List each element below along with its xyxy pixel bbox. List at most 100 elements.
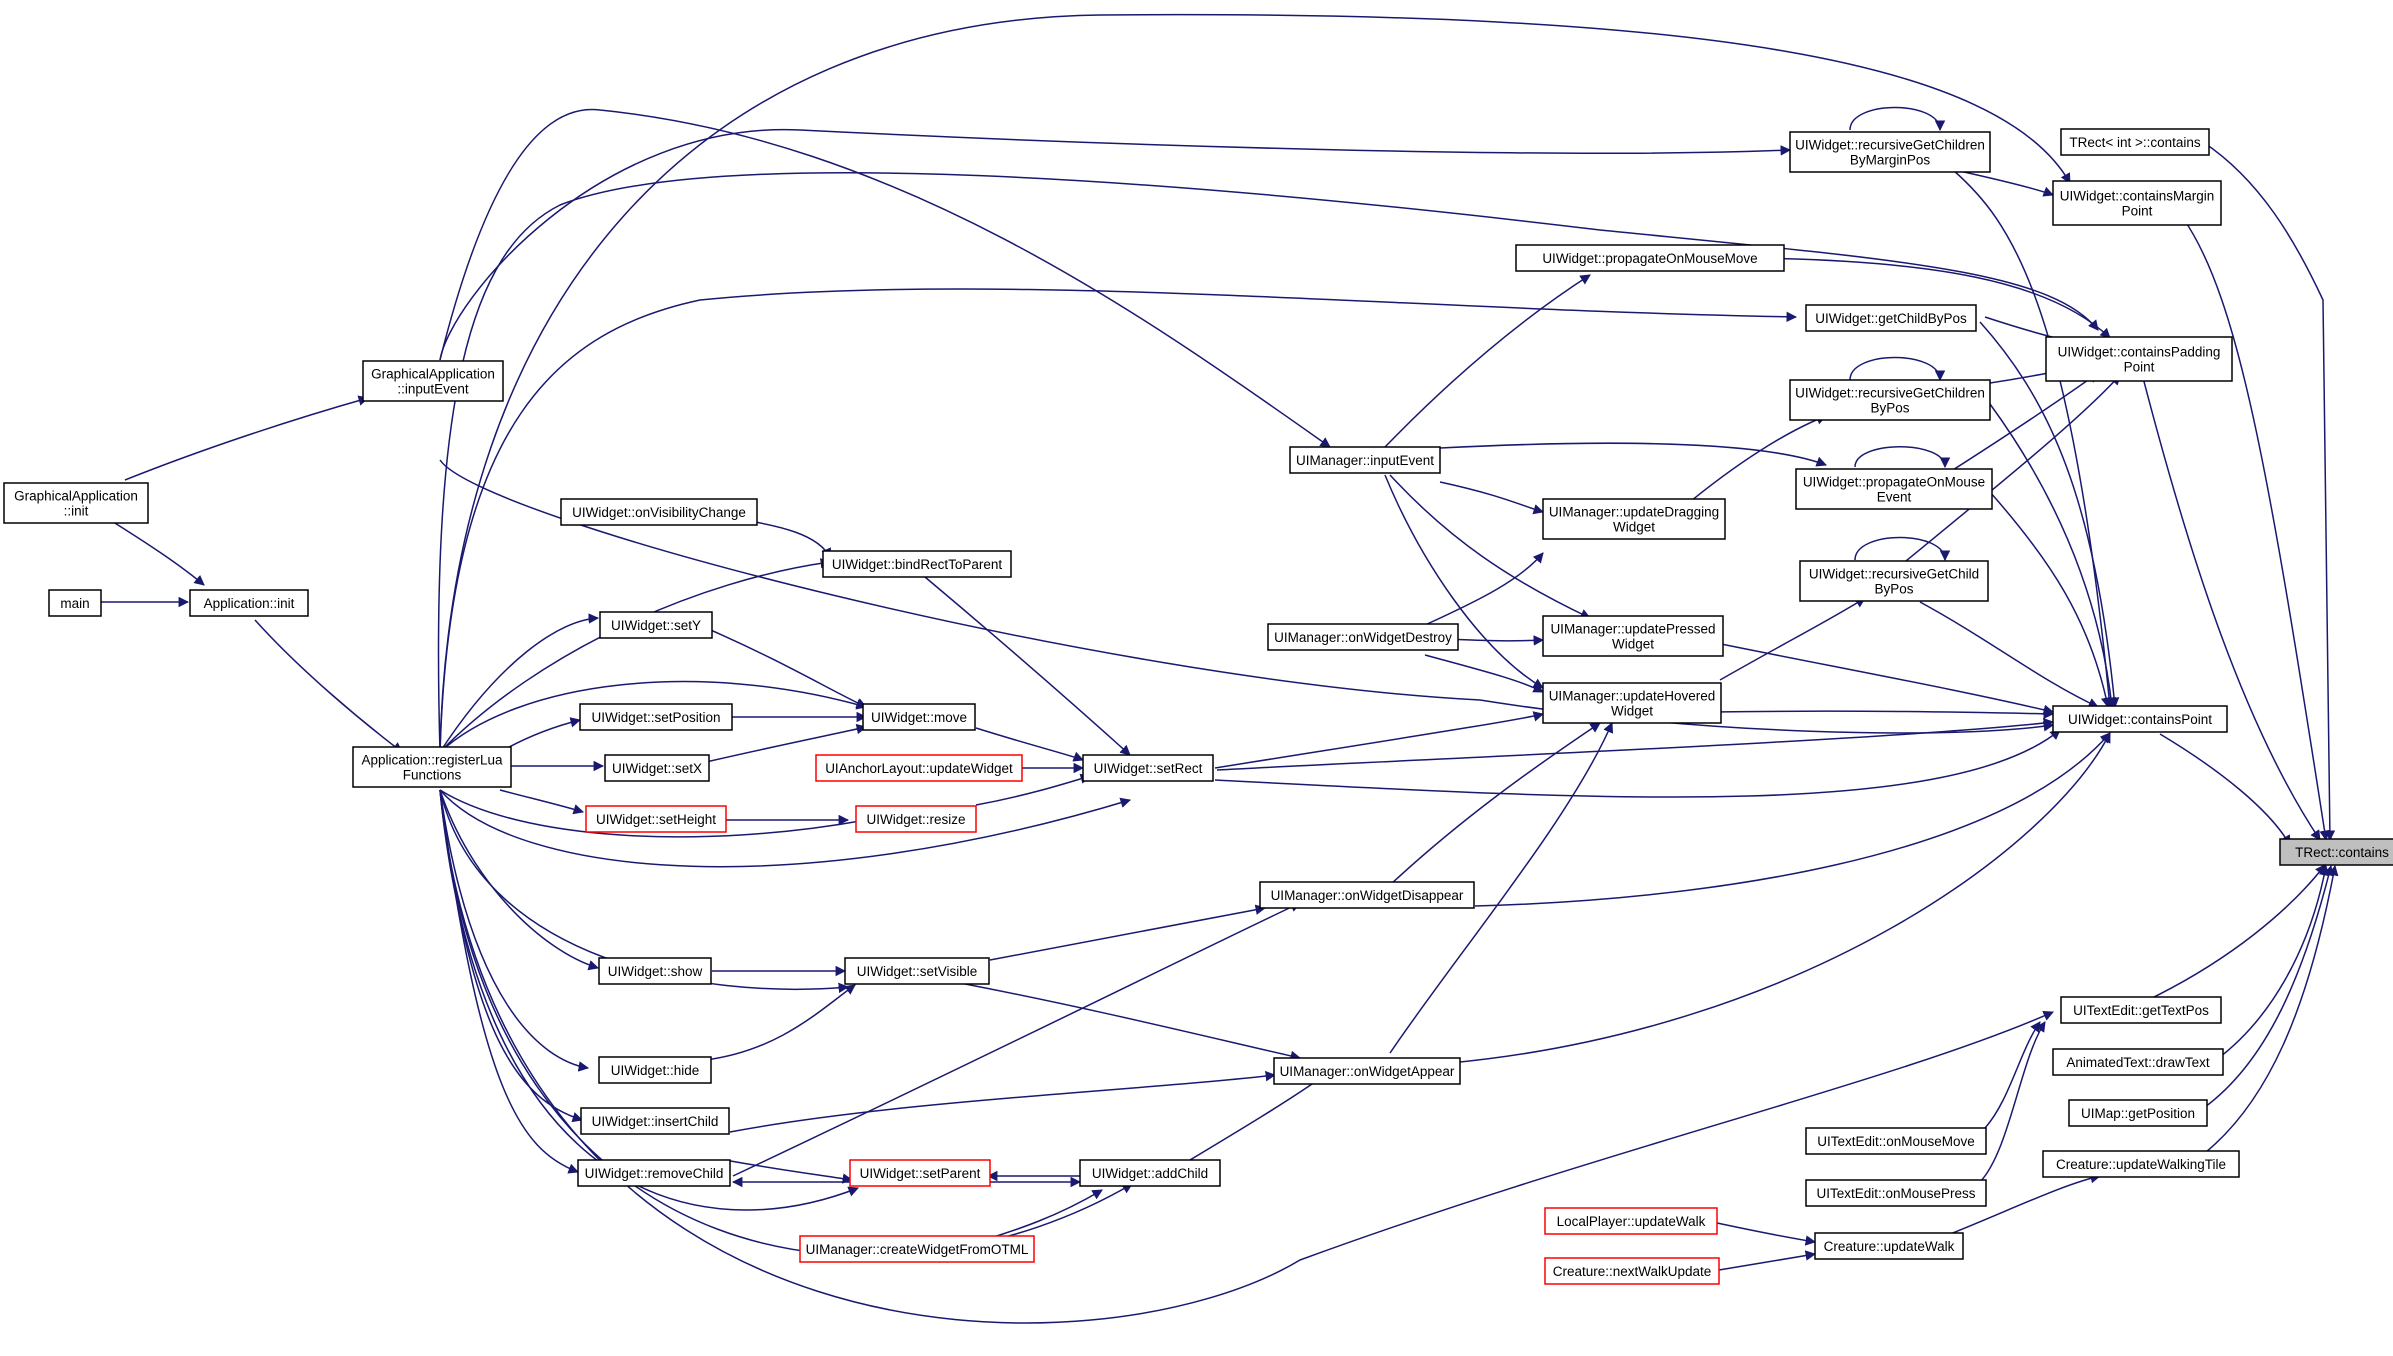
node-create-widget-otml[interactable]: UIManager::createWidgetFromOTML bbox=[799, 1235, 1035, 1263]
node-contains-point[interactable]: UIWidget::containsPoint bbox=[2052, 705, 2228, 733]
node-box bbox=[2042, 1150, 2240, 1178]
node-show[interactable]: UIWidget::show bbox=[598, 957, 712, 985]
node-set-x[interactable]: UIWidget::setX bbox=[604, 754, 710, 782]
node-uimap-get-position[interactable]: UIMap::getPosition bbox=[2068, 1099, 2208, 1127]
node-graphical-init[interactable]: GraphicalApplication::init bbox=[3, 482, 149, 524]
node-label: UIWidget::containsMargin bbox=[2060, 189, 2215, 204]
node-box bbox=[2045, 336, 2233, 382]
node-graphical-input-event[interactable]: GraphicalApplication::inputEvent bbox=[362, 360, 504, 402]
node-update-walking-tile[interactable]: Creature::updateWalkingTile bbox=[2042, 1150, 2240, 1178]
node-label: Widget bbox=[1612, 637, 1654, 652]
node-box bbox=[1542, 498, 1726, 540]
node-box bbox=[855, 805, 977, 833]
edge bbox=[1384, 474, 1544, 689]
node-label: AnimatedText::drawText bbox=[2066, 1055, 2210, 1070]
node-on-mouse-move[interactable]: UITextEdit::onMouseMove bbox=[1805, 1127, 1987, 1155]
edge bbox=[1984, 1021, 2041, 1129]
node-label: UIWidget::setRect bbox=[1094, 761, 1203, 776]
edge bbox=[1746, 257, 2111, 339]
edge bbox=[1214, 729, 2061, 798]
node-label: TRect< int >::contains bbox=[2069, 135, 2201, 150]
node-get-text-pos[interactable]: UITextEdit::getTextPos bbox=[2060, 996, 2222, 1024]
node-box bbox=[352, 746, 512, 788]
node-label: GraphicalApplication bbox=[371, 367, 495, 382]
node-on-widget-appear[interactable]: UIManager::onWidgetAppear bbox=[1273, 1057, 1461, 1085]
node-box bbox=[598, 957, 712, 985]
node-rec-children-margin[interactable]: UIWidget::recursiveGetChildrenByMarginPo… bbox=[1789, 131, 1991, 173]
node-set-height[interactable]: UIWidget::setHeight bbox=[585, 805, 727, 833]
node-box bbox=[2052, 705, 2228, 733]
node-on-visibility-change[interactable]: UIWidget::onVisibilityChange bbox=[560, 498, 758, 526]
node-trect-int-contains[interactable]: TRect< int >::contains bbox=[2060, 128, 2210, 156]
node-label: UIWidget::removeChild bbox=[585, 1166, 724, 1181]
node-label: Widget bbox=[1611, 704, 1653, 719]
edge bbox=[109, 519, 205, 586]
node-set-rect[interactable]: UIWidget::setRect bbox=[1082, 754, 1214, 782]
node-update-walk[interactable]: Creature::updateWalk bbox=[1814, 1232, 1964, 1260]
node-set-y[interactable]: UIWidget::setY bbox=[599, 611, 713, 639]
edge bbox=[439, 789, 590, 1072]
node-box bbox=[2052, 180, 2222, 226]
node-anchor-update-widget[interactable]: UIAnchorLayout::updateWidget bbox=[815, 754, 1023, 782]
node-box bbox=[3, 482, 149, 524]
edge bbox=[2197, 864, 2334, 1113]
node-move[interactable]: UIWidget::move bbox=[862, 703, 976, 731]
edge bbox=[439, 459, 2055, 734]
node-resize[interactable]: UIWidget::resize bbox=[855, 805, 977, 833]
edge bbox=[1389, 722, 1601, 886]
node-box bbox=[1259, 881, 1475, 909]
node-set-position[interactable]: UIWidget::setPosition bbox=[579, 703, 733, 731]
node-on-widget-disappear[interactable]: UIManager::onWidgetDisappear bbox=[1259, 881, 1475, 909]
edge bbox=[2140, 369, 2321, 841]
node-main[interactable]: main bbox=[48, 589, 102, 617]
node-label: Creature::updateWalk bbox=[1824, 1239, 1955, 1254]
edge bbox=[1711, 708, 2055, 720]
node-label: main bbox=[60, 596, 89, 611]
node-ui-input-event[interactable]: UIManager::inputEvent bbox=[1289, 446, 1441, 474]
node-remove-child[interactable]: UIWidget::removeChild bbox=[577, 1159, 731, 1187]
edge bbox=[499, 717, 582, 753]
edge bbox=[1989, 403, 2117, 709]
node-on-widget-destroy[interactable]: UIManager::onWidgetDestroy bbox=[1267, 623, 1459, 651]
node-box bbox=[2060, 996, 2222, 1024]
node-bind-rect-to-parent[interactable]: UIWidget::bindRectToParent bbox=[822, 550, 1012, 578]
node-label: UIManager::onWidgetDisappear bbox=[1271, 888, 1464, 903]
node-get-child-by-pos[interactable]: UIWidget::getChildByPos bbox=[1805, 304, 1977, 332]
edge bbox=[1849, 356, 1946, 382]
node-label: Point bbox=[2124, 360, 2155, 375]
node-set-parent[interactable]: UIWidget::setParent bbox=[849, 1159, 991, 1187]
node-box bbox=[1799, 560, 1989, 602]
node-next-walk-update[interactable]: Creature::nextWalkUpdate bbox=[1544, 1257, 1720, 1285]
edge bbox=[1989, 491, 2112, 709]
node-propagate-mouse-move[interactable]: UIWidget::propagateOnMouseMove bbox=[1515, 244, 1785, 272]
node-insert-child[interactable]: UIWidget::insertChild bbox=[580, 1107, 730, 1135]
node-label: UIWidget::insertChild bbox=[592, 1114, 719, 1129]
edges bbox=[100, 13, 2339, 1324]
node-animated-draw-text[interactable]: AnimatedText::drawText bbox=[2052, 1048, 2224, 1076]
node-add-child[interactable]: UIWidget::addChild bbox=[1079, 1159, 1221, 1187]
edge bbox=[959, 982, 1302, 1062]
edge bbox=[1424, 552, 1544, 626]
node-set-visible[interactable]: UIWidget::setVisible bbox=[844, 957, 990, 985]
node-box bbox=[362, 360, 504, 402]
edge bbox=[439, 789, 850, 994]
node-trect-contains[interactable]: TRect::contains bbox=[2279, 838, 2393, 866]
node-label: UIWidget::containsPadding bbox=[2058, 345, 2221, 360]
edge bbox=[924, 576, 1131, 756]
node-hide[interactable]: UIWidget::hide bbox=[598, 1056, 712, 1084]
edge bbox=[989, 904, 1267, 961]
node-local-player-update-walk[interactable]: LocalPlayer::updateWalk bbox=[1544, 1207, 1718, 1235]
node-box bbox=[862, 703, 976, 731]
node-on-mouse-press[interactable]: UITextEdit::onMousePress bbox=[1805, 1179, 1987, 1207]
edge bbox=[1716, 1222, 1817, 1246]
node-application-init[interactable]: Application::init bbox=[189, 589, 309, 617]
